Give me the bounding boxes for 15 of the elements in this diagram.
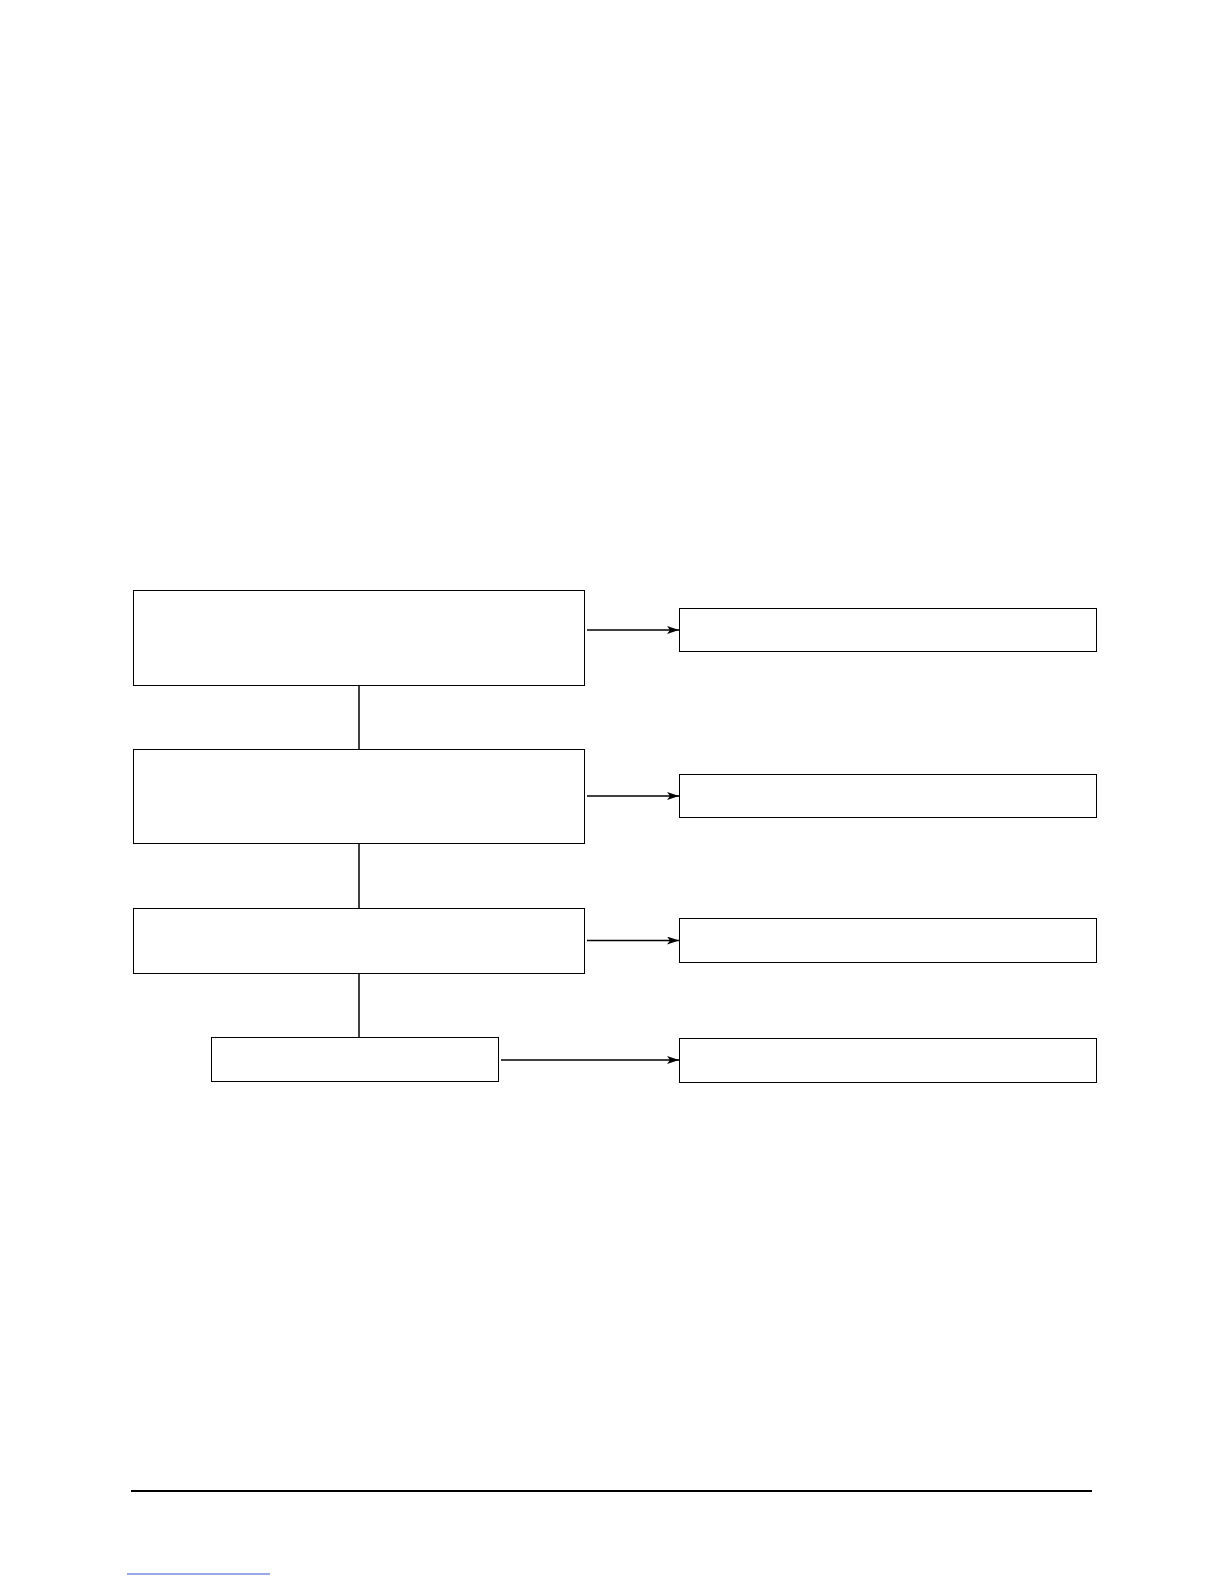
arrow: [586, 936, 680, 945]
connector-line: [358, 973, 360, 1038]
process-box: [133, 749, 585, 844]
process-box: [133, 590, 585, 686]
process-box: [679, 774, 1097, 818]
connector-line: [358, 685, 360, 750]
arrow: [586, 626, 680, 634]
process-box: [679, 608, 1097, 652]
process-box: [133, 908, 585, 974]
arrow: [500, 1056, 680, 1064]
arrow: [586, 792, 680, 800]
process-box: [211, 1037, 499, 1082]
connector-line: [358, 843, 360, 909]
process-box: [679, 1038, 1097, 1083]
process-box: [679, 918, 1097, 963]
